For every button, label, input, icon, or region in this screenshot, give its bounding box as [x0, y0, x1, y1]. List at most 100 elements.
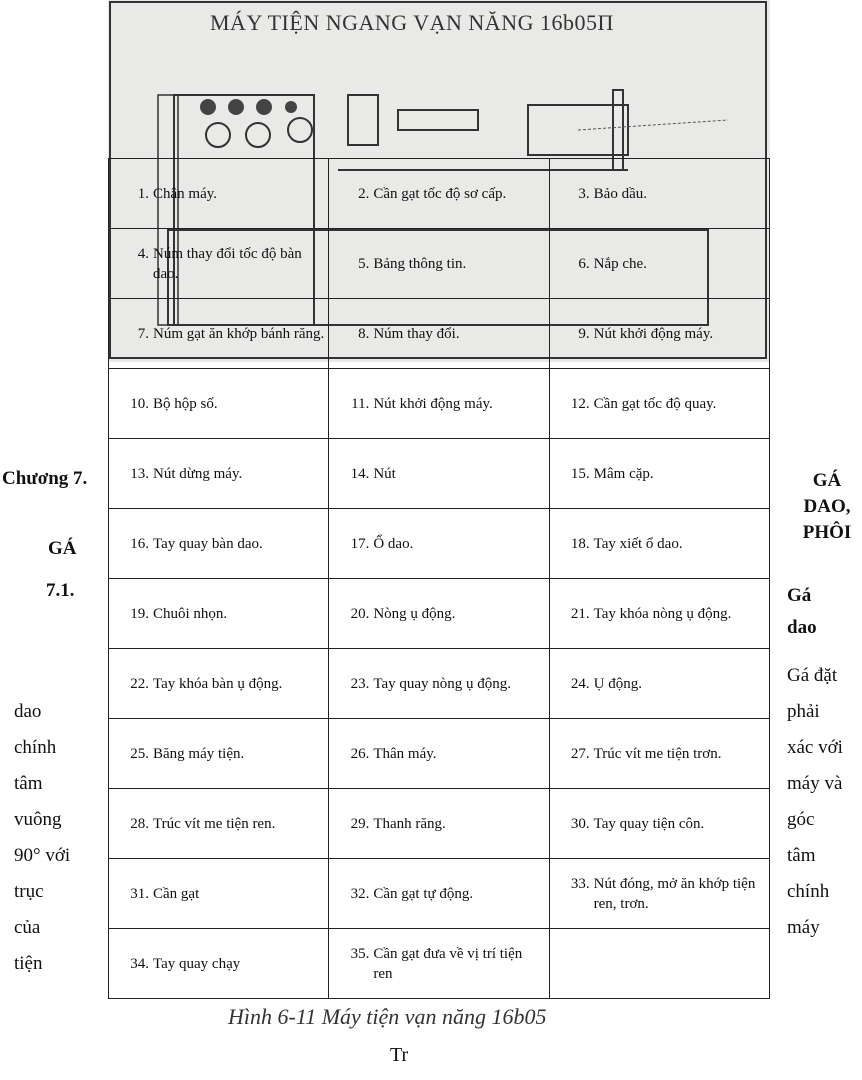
table-cell: 6.Nắp che.: [548, 228, 771, 299]
part-name: Băng máy tiện.: [153, 745, 245, 762]
table-row: 22.Tay khóa bàn ụ động. 23.Tay quay nòng …: [107, 648, 771, 719]
table-cell: 19.Chuôi nhọn.: [107, 578, 330, 649]
body-text-right: Gá đặt phải xác với máy và góc tâm chính máy: [787, 658, 843, 946]
body-word: vuông: [14, 809, 62, 830]
part-name: Cần gạt tốc độ sơ cấp.: [373, 185, 507, 202]
part-number: 23.: [350, 675, 370, 692]
part-number: 29.: [350, 815, 370, 832]
part-number: 15.: [570, 465, 590, 482]
part-number: 3.: [578, 185, 590, 202]
part-name: Nút dừng máy.: [153, 465, 243, 482]
part-name: Tay khóa bàn ụ động.: [153, 675, 283, 692]
part-name: Nòng ụ động.: [373, 605, 456, 622]
part-number: 19.: [130, 605, 149, 622]
body-word: máy và: [787, 773, 843, 794]
part-name: Chân máy.: [153, 185, 218, 202]
table-cell: 9.Nút khởi động máy.: [548, 298, 771, 369]
part-number: 24.: [570, 675, 590, 692]
table-cell: 5.Bảng thông tin.: [328, 228, 550, 299]
body-word: Gá đặt: [787, 665, 838, 686]
body-word: trục: [14, 881, 44, 902]
part-number: 6.: [578, 255, 590, 272]
part-number: 21.: [570, 605, 590, 622]
part-number: 2.: [358, 185, 370, 202]
part-name: Nắp che.: [593, 255, 647, 272]
table-cell: 26.Thân máy.: [328, 718, 550, 789]
table-cell: 16.Tay quay bàn dao.: [107, 508, 330, 579]
part-name: Nút đóng, mở ăn khớp tiện ren, trơn.: [593, 875, 756, 912]
chapter-title: GÁ DAO, PHÔI: [802, 470, 852, 543]
body-word: của: [14, 917, 41, 938]
part-name: Trúc vít me tiện trơn.: [593, 745, 722, 762]
table-cell: 14.Nút: [328, 438, 550, 509]
body-word: phải: [787, 701, 820, 722]
part-number: 10.: [130, 395, 149, 412]
part-name: Tay khóa nòng ụ động.: [593, 605, 732, 622]
part-name: Núm gạt ăn khớp bánh răng.: [153, 325, 325, 342]
part-number: 16.: [130, 535, 149, 552]
body-word: tâm: [14, 773, 43, 794]
chapter-label: Chương 7.: [2, 468, 88, 489]
table-cell: 17.Ổ dao.: [328, 508, 550, 579]
table-cell: 7.Núm gạt ăn khớp bánh răng.: [107, 298, 330, 369]
body-word: góc: [787, 809, 815, 830]
table-cell: 32.Cần gạt tự động.: [328, 858, 550, 929]
table-row: 10.Bộ hộp số. 11.Nút khởi động máy. 12.Cần…: [107, 368, 771, 439]
table-cell: 13.Nút dừng máy.: [107, 438, 330, 509]
part-name: Tay quay bàn dao.: [153, 535, 263, 552]
table-row: 1.Chân máy.2.Cần gạt tốc độ sơ cấp.3.Bảo…: [107, 158, 771, 229]
table-cell: [548, 928, 771, 999]
part-name: Nút khởi động máy.: [593, 325, 714, 342]
table-cell: 2.Cần gạt tốc độ sơ cấp.: [328, 158, 550, 229]
part-name: Cần gạt tự động.: [373, 885, 474, 902]
part-name: Núm thay đổi tốc độ bàn dao.: [153, 245, 302, 282]
part-number: 28.: [130, 815, 149, 832]
part-number: 20.: [350, 605, 370, 622]
part-name: Mâm cặp.: [593, 465, 654, 482]
part-name: Cần gạt tốc độ quay.: [593, 395, 717, 412]
part-name: Cần gạt đưa về vị trí tiện ren: [373, 945, 523, 982]
part-number: 12.: [570, 395, 590, 412]
table-row: 25.Băng máy tiện.26.Thân máy.27.Trúc vít…: [107, 718, 771, 789]
table-cell: 18.Tay xiết ổ dao.: [548, 508, 771, 579]
part-name: Cần gạt: [153, 885, 200, 902]
part-number: 5.: [358, 255, 370, 272]
table-cell: 28.Trúc vít me tiện ren.: [107, 788, 330, 859]
table-cell: 22.Tay khóa bàn ụ động.: [107, 648, 330, 719]
body-word: tâm: [787, 845, 816, 866]
part-name: Tay quay nòng ụ động.: [373, 675, 512, 692]
section-number: 7.1.: [46, 580, 75, 601]
part-name: Bộ hộp số.: [153, 395, 218, 412]
part-name: Chuôi nhọn.: [153, 605, 228, 622]
part-number: 26.: [350, 745, 370, 762]
part-number: 18.: [570, 535, 590, 552]
part-name: Bảng thông tin.: [373, 255, 467, 272]
section-title: Gá dao: [787, 585, 817, 638]
table-cell: 30.Tay quay tiện côn.: [548, 788, 771, 859]
table-row: 16.Tay quay bàn dao.17.Ổ dao.18.Tay xiết…: [107, 508, 771, 579]
part-number: 1.: [137, 185, 149, 202]
body-word: máy: [787, 917, 820, 938]
part-name: Nút khởi động máy.: [373, 395, 493, 412]
part-number: 4.: [137, 245, 149, 262]
body-word: xác với: [787, 737, 843, 758]
table-cell: 21.Tay khóa nòng ụ động.: [548, 578, 771, 649]
table-cell: 34.Tay quay chạy: [107, 928, 330, 999]
body-word: chính: [787, 881, 830, 902]
figure-caption: Hình 6-11 Máy tiện vạn năng 16b05: [228, 1004, 547, 1029]
table-cell: 11.Nút khởi động máy.: [328, 368, 550, 439]
part-number: 34.: [130, 955, 149, 972]
part-name: Tay xiết ổ dao.: [593, 535, 683, 552]
table-cell: 25.Băng máy tiện.: [107, 718, 330, 789]
table-cell: 33.Nút đóng, mở ăn khớp tiện ren, trơn.: [548, 858, 771, 929]
part-number: 25.: [130, 745, 149, 762]
table-cell: 4.Núm thay đổi tốc độ bàn dao.: [107, 228, 330, 299]
part-name: Trúc vít me tiện ren.: [153, 815, 276, 832]
part-number: 27.: [570, 745, 590, 762]
table-cell: 15.Mâm cặp.: [548, 438, 771, 509]
part-number: 11.: [351, 395, 370, 412]
body-word: chính: [14, 737, 57, 758]
